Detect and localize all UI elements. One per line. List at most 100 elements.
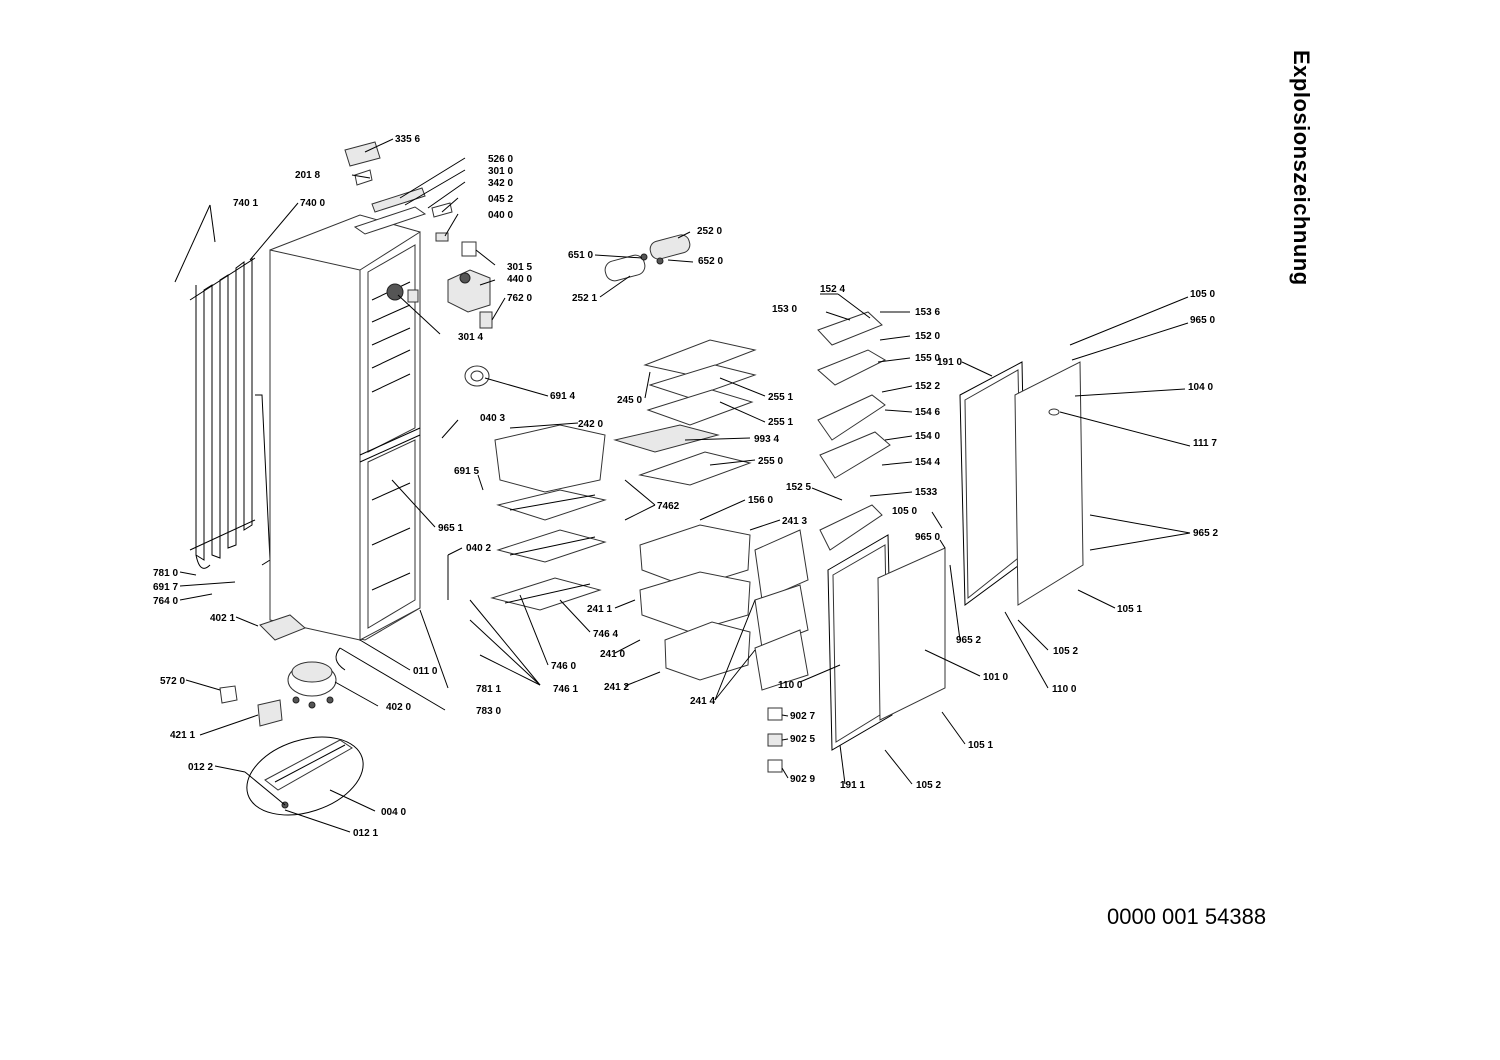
label-255-0: 255 0 <box>758 456 783 467</box>
label-154-4: 154 4 <box>915 457 940 468</box>
label-572-0: 572 0 <box>160 676 185 687</box>
label-045-2: 045 2 <box>488 194 513 205</box>
wire-racks <box>490 489 607 611</box>
label-746-1: 746 1 <box>553 684 578 695</box>
fan-wheel <box>464 365 490 387</box>
label-105-2-bottom: 105 2 <box>916 780 941 791</box>
label-746-4: 746 4 <box>593 629 618 640</box>
label-965-0-top: 965 0 <box>1190 315 1215 326</box>
label-245-0: 245 0 <box>617 395 642 406</box>
drawer-fronts <box>754 529 809 691</box>
label-691-5: 691 5 <box>454 466 479 477</box>
label-902-7: 902 7 <box>790 711 815 722</box>
label-301-0: 301 0 <box>488 166 513 177</box>
label-201-8: 201 8 <box>295 170 320 181</box>
label-040-2: 040 2 <box>466 543 491 554</box>
label-012-2: 012 2 <box>188 762 213 773</box>
label-105-1-right: 105 1 <box>1117 604 1142 615</box>
door-balconies <box>817 311 891 551</box>
label-740-1: 740 1 <box>233 198 258 209</box>
document-number: 0000 001 54388 <box>1107 904 1267 929</box>
label-691-7: 691 7 <box>153 582 178 593</box>
label-902-5: 902 5 <box>790 734 815 745</box>
label-155-0: 155 0 <box>915 353 940 364</box>
accessory-parts <box>767 707 783 773</box>
label-255-1-b: 255 1 <box>768 417 793 428</box>
page-title: Explosionszeichnung <box>1289 50 1314 286</box>
label-241-1: 241 1 <box>587 604 612 615</box>
compressor <box>219 614 346 727</box>
label-011-0: 011 0 <box>413 666 438 677</box>
label-402-0: 402 0 <box>386 702 411 713</box>
label-156-0: 156 0 <box>748 495 773 506</box>
label-781-1: 781 1 <box>476 684 501 695</box>
label-526-0: 526 0 <box>488 154 513 165</box>
label-783-0: 783 0 <box>476 706 501 717</box>
label-154-6: 154 6 <box>915 407 940 418</box>
base-plate <box>246 736 364 816</box>
label-762-0: 762 0 <box>507 293 532 304</box>
label-105-0-mid: 105 0 <box>892 506 917 517</box>
label-252-1: 252 1 <box>572 293 597 304</box>
label-040-3: 040 3 <box>480 413 505 424</box>
label-740-0: 740 0 <box>300 198 325 209</box>
cabinet <box>269 187 427 641</box>
label-652-0: 652 0 <box>698 256 723 267</box>
label-301-5: 301 5 <box>507 262 532 273</box>
label-104-0: 104 0 <box>1188 382 1213 393</box>
label-105-2-right: 105 2 <box>1053 646 1078 657</box>
part-number-labels: 335 6 201 8 526 0 301 0 342 0 045 2 040 … <box>153 134 1218 839</box>
label-252-0: 252 0 <box>697 226 722 237</box>
label-965-2-mid: 965 2 <box>956 635 981 646</box>
label-421-1: 421 1 <box>170 730 195 741</box>
label-764-0: 764 0 <box>153 596 178 607</box>
label-105-1-bottom: 105 1 <box>968 740 993 751</box>
label-242-0: 242 0 <box>578 419 603 430</box>
leader-lines <box>174 138 1191 833</box>
label-241-3: 241 3 <box>782 516 807 527</box>
label-241-2: 241 2 <box>604 682 629 693</box>
label-152-5: 152 5 <box>786 482 811 493</box>
label-111-7: 111 7 <box>1193 438 1217 449</box>
label-153-6: 153 6 <box>915 307 940 318</box>
label-402-1: 402 1 <box>210 613 235 624</box>
label-255-1-a: 255 1 <box>768 392 793 403</box>
upper-door <box>959 361 1084 606</box>
control-unit <box>344 141 493 329</box>
label-152-4: 152 4 <box>820 284 845 295</box>
label-040-0: 040 0 <box>488 210 513 221</box>
label-241-4: 241 4 <box>690 696 715 707</box>
label-965-2-right: 965 2 <box>1193 528 1218 539</box>
label-110-0-right: 110 0 <box>1052 684 1077 695</box>
label-101-0: 101 0 <box>983 672 1008 683</box>
lamp-cover <box>604 234 691 282</box>
label-012-1: 012 1 <box>353 828 378 839</box>
label-152-2: 152 2 <box>915 381 940 392</box>
label-152-0: 152 0 <box>915 331 940 342</box>
label-965-1: 965 1 <box>438 523 463 534</box>
label-191-1: 191 1 <box>840 780 865 791</box>
label-301-4: 301 4 <box>458 332 483 343</box>
condenser <box>189 257 271 569</box>
label-154-0: 154 0 <box>915 431 940 442</box>
label-965-0-mid: 965 0 <box>915 532 940 543</box>
label-004-0: 004 0 <box>381 807 406 818</box>
label-153-0: 153 0 <box>772 304 797 315</box>
glass-shelves <box>613 339 757 486</box>
label-691-4: 691 4 <box>550 391 575 402</box>
label-241-0: 241 0 <box>600 649 625 660</box>
label-902-9: 902 9 <box>790 774 815 785</box>
label-1533: 1533 <box>915 487 938 498</box>
label-746-0: 746 0 <box>551 661 576 672</box>
lower-door <box>827 534 946 751</box>
label-781-0: 781 0 <box>153 568 178 579</box>
label-651-0: 651 0 <box>568 250 593 261</box>
label-191-0: 191 0 <box>937 357 962 368</box>
label-7462: 7462 <box>657 501 680 512</box>
label-335-6: 335 6 <box>395 134 420 145</box>
label-105-0-top: 105 0 <box>1190 289 1215 300</box>
label-440-0: 440 0 <box>507 274 532 285</box>
label-110-0-left: 110 0 <box>778 680 803 691</box>
label-342-0: 342 0 <box>488 178 513 189</box>
